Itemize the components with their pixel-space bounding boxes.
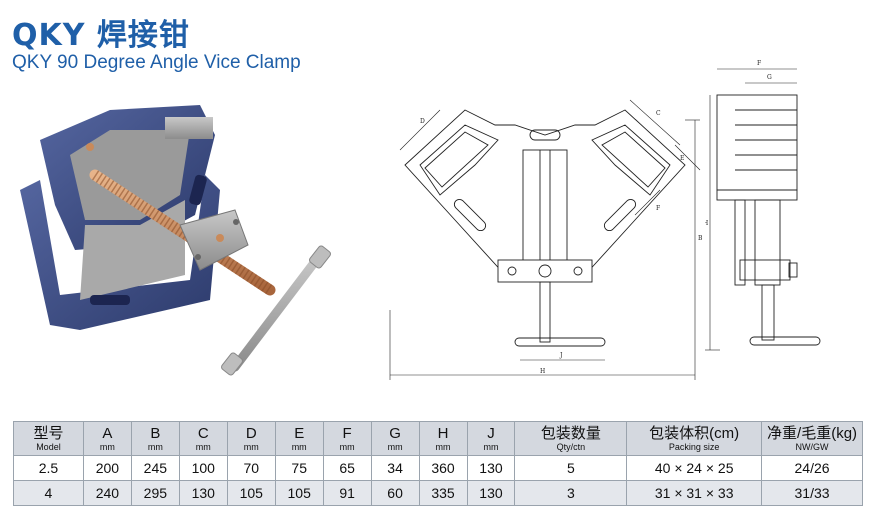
table-cell: 70 xyxy=(226,455,276,481)
product-photo xyxy=(20,105,331,376)
table-cell: 100 xyxy=(178,455,228,481)
table-cell: 245 xyxy=(130,455,180,481)
table-cell: 3 xyxy=(514,480,628,506)
page-title-chinese: QKY 焊接钳 xyxy=(12,18,190,53)
side-dim-label-g: G xyxy=(767,74,772,81)
table-cell: 60 xyxy=(370,480,420,506)
dim-label-d: D xyxy=(420,118,425,125)
clamp-body xyxy=(20,105,220,330)
col-header-packing-size: 包装体积(cm)Packing size xyxy=(626,421,763,456)
table-cell: 24/26 xyxy=(761,455,863,481)
side-dim-label-f: F xyxy=(757,60,761,67)
dim-label-h: H xyxy=(540,368,545,375)
table-cell: 34 xyxy=(370,455,420,481)
table-cell: 130 xyxy=(178,480,228,506)
table-cell: 31 × 31 × 33 xyxy=(626,480,763,506)
table-row: 4 240 295 130 105 105 91 60 335 130 3 31… xyxy=(13,480,863,506)
dim-label-j: J xyxy=(559,352,563,359)
clamp-jaw-block xyxy=(179,209,249,271)
dim-label-c: C xyxy=(656,110,661,117)
table-cell: 130 xyxy=(466,480,516,506)
clamp-screw xyxy=(89,169,276,296)
table-cell: 5 xyxy=(514,455,628,481)
dim-label-f: F xyxy=(656,205,660,212)
table-cell: 75 xyxy=(274,455,324,481)
side-dim-label-h: H xyxy=(705,220,708,227)
table-cell: 200 xyxy=(82,455,132,481)
clamp-handle xyxy=(221,245,331,376)
table-cell: 335 xyxy=(418,480,468,506)
table-cell: 105 xyxy=(274,480,324,506)
table-cell: 31/33 xyxy=(761,480,863,506)
table-cell: 91 xyxy=(322,480,372,506)
col-header-weight: 净重/毛重(kg)NW/GW xyxy=(761,421,863,456)
table-cell: 360 xyxy=(418,455,468,481)
page-title-english: QKY 90 Degree Angle Vice Clamp xyxy=(12,52,301,73)
side-technical-drawing: F G H xyxy=(705,60,821,351)
table-cell: 105 xyxy=(226,480,276,506)
table-row: 2.5 200 245 100 70 75 65 34 360 130 5 40… xyxy=(13,455,863,481)
table-cell: 2.5 xyxy=(13,455,84,481)
table-cell: 295 xyxy=(130,480,180,506)
dim-label-e: E xyxy=(680,155,684,162)
front-technical-drawing: D C E F B J H xyxy=(389,99,703,380)
table-cell: 130 xyxy=(466,455,516,481)
table-cell: 65 xyxy=(322,455,372,481)
table-cell: 4 xyxy=(13,480,84,506)
table-cell: 240 xyxy=(82,480,132,506)
table-cell: 40 × 24 × 25 xyxy=(626,455,763,481)
dim-label-b: B xyxy=(698,235,703,242)
